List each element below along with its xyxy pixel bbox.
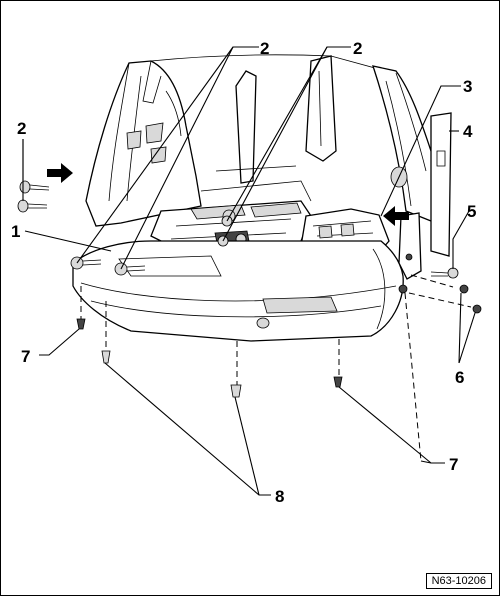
- reference-code: N63-10206: [425, 573, 492, 589]
- callout-7-left: 7: [21, 347, 30, 366]
- leader-lines: [22, 46, 476, 496]
- callout-2-right: 2: [353, 39, 362, 58]
- callouts: 2 2 2 3 4 1 5 6 7 7 8: [11, 39, 476, 506]
- bumper-cover: [72, 212, 422, 342]
- callout-2-center: 2: [260, 39, 269, 58]
- callout-2-left: 2: [17, 119, 26, 138]
- callout-5: 5: [467, 202, 476, 221]
- arrow-right-indicator: [383, 206, 409, 226]
- callout-4: 4: [463, 122, 473, 141]
- callout-7-right: 7: [449, 455, 458, 474]
- callout-3: 3: [463, 77, 472, 96]
- arrow-left-indicator: [47, 163, 73, 183]
- callout-8: 8: [275, 487, 284, 506]
- callout-6: 6: [455, 368, 464, 387]
- callout-1: 1: [11, 222, 20, 241]
- vehicle-rear-body: [85, 54, 452, 257]
